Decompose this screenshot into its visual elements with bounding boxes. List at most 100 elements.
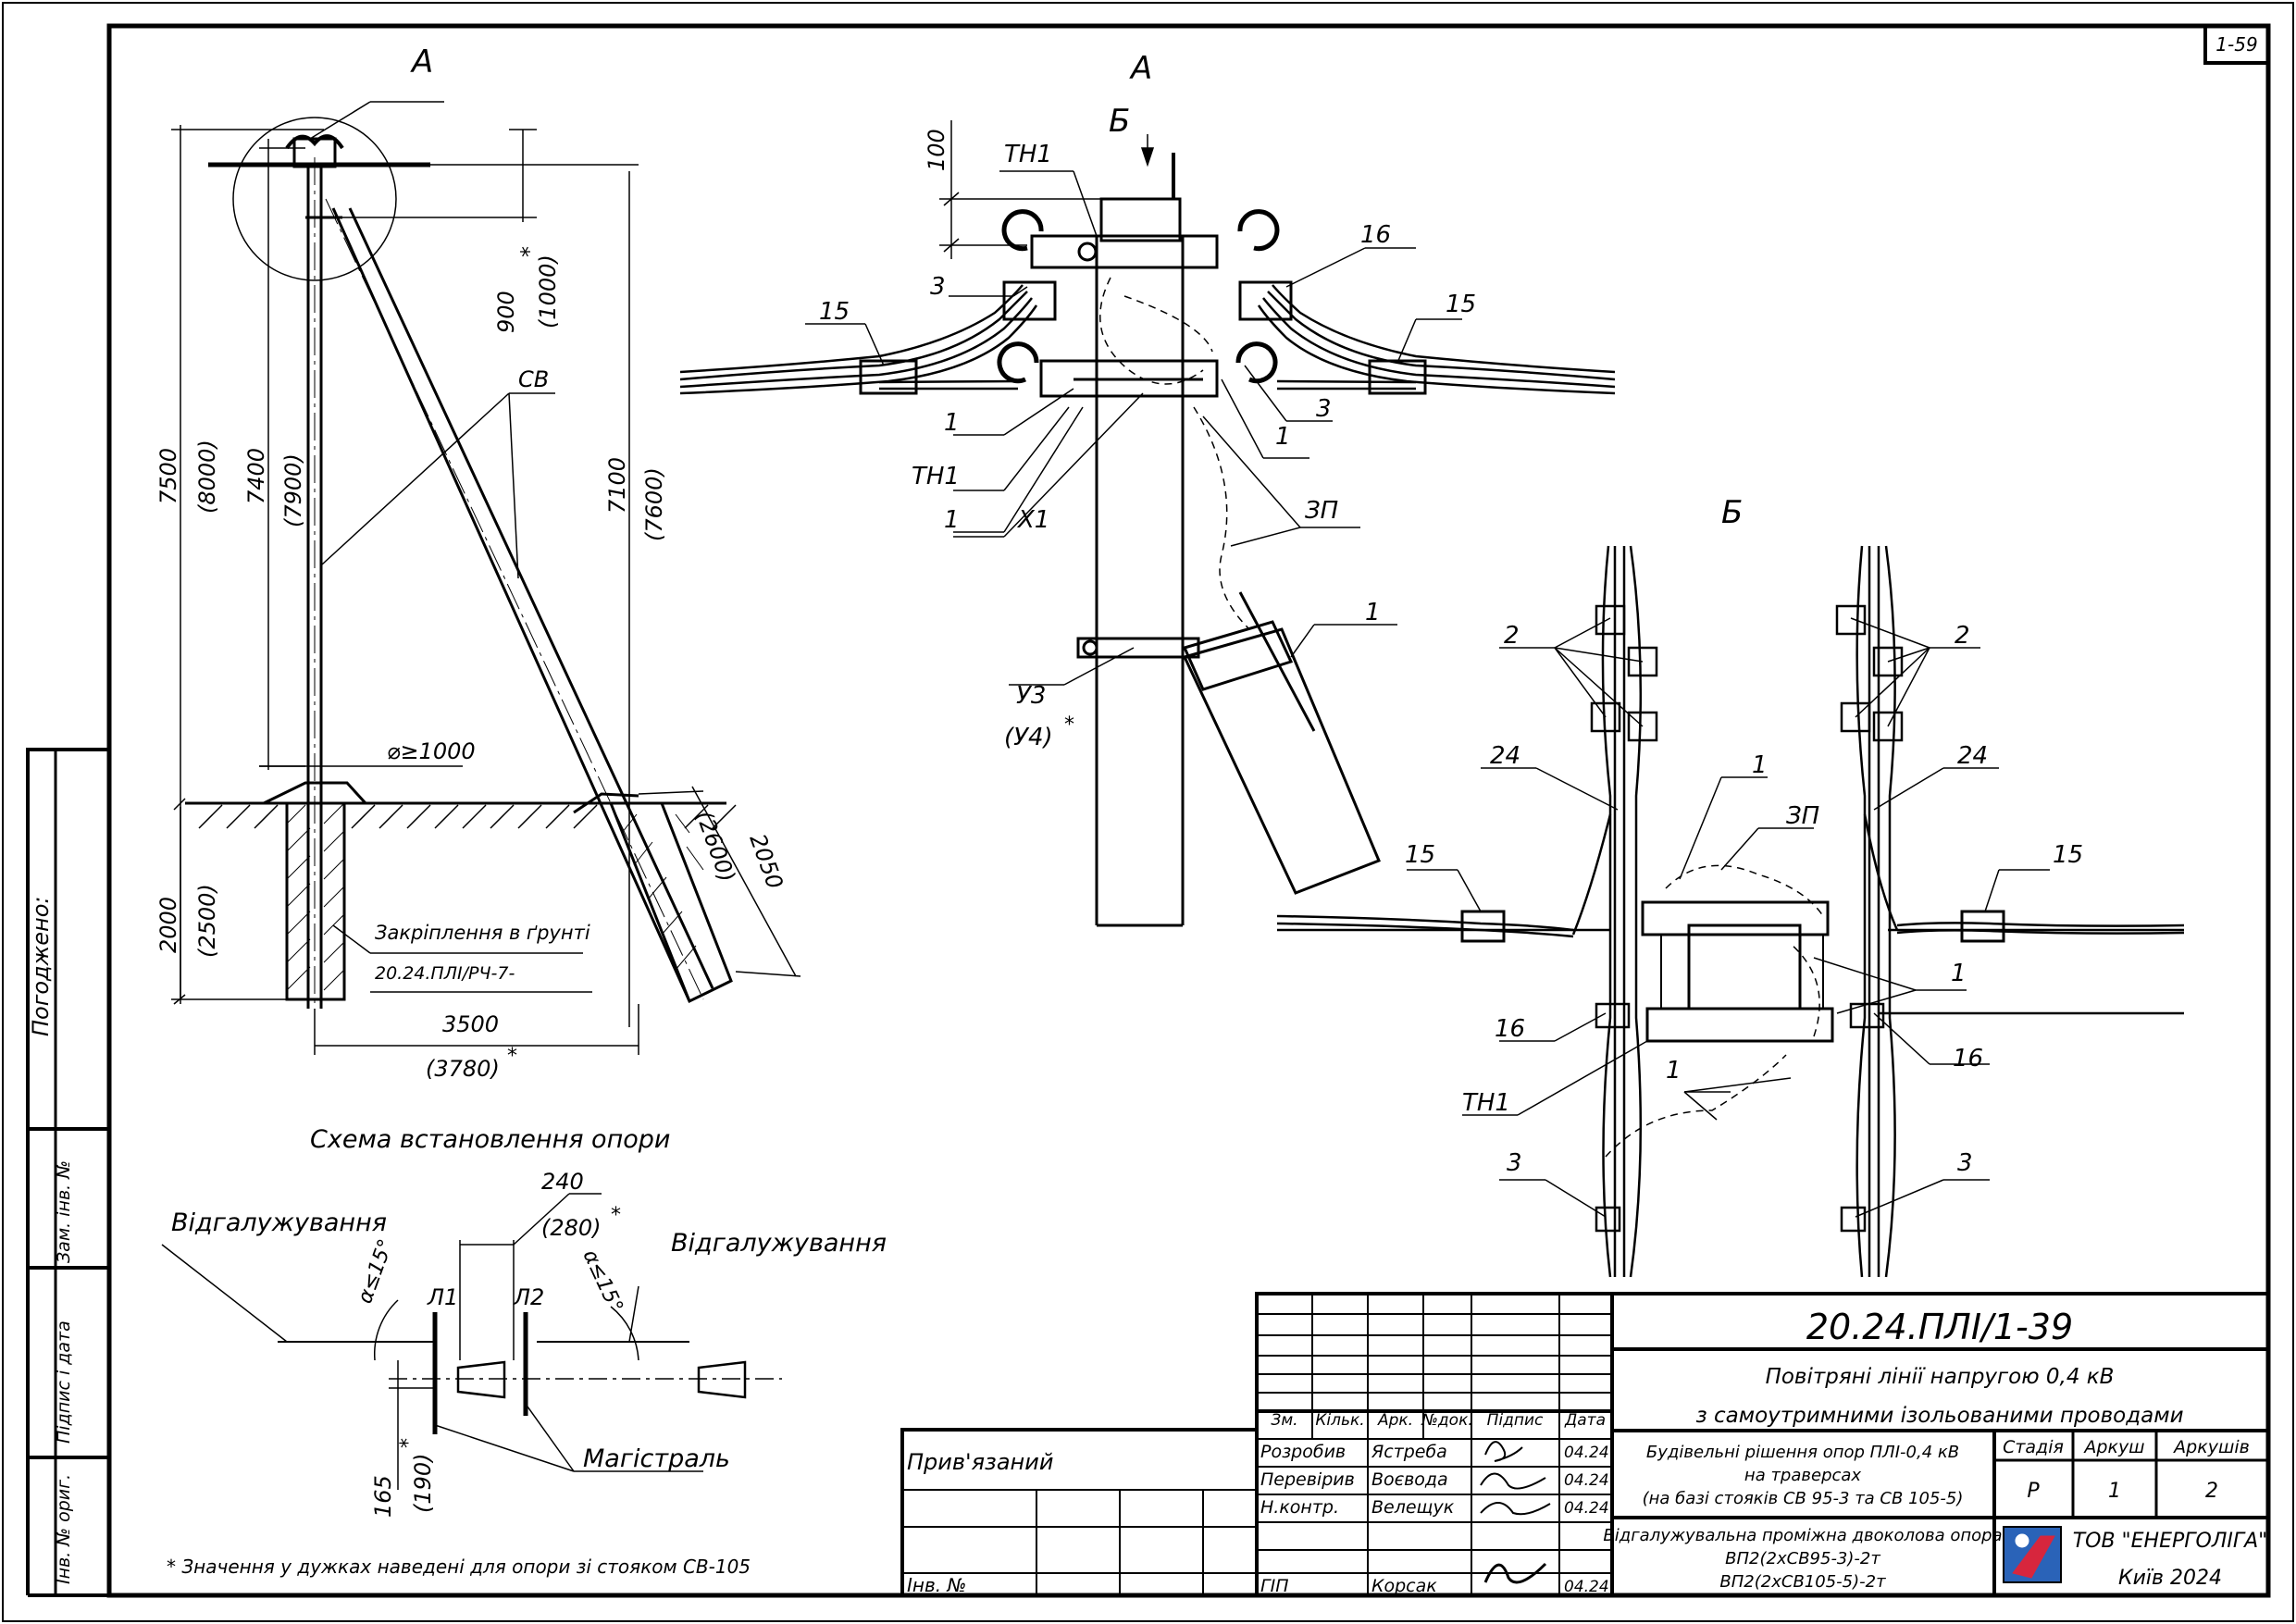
svg-text:1: 1 <box>944 409 960 437</box>
svg-text:Н.контр.: Н.контр. <box>1260 1497 1339 1518</box>
svg-text:(190): (190) <box>410 1453 436 1513</box>
stamp-sign-date: Підпис і дата <box>54 1320 74 1444</box>
svg-text:1: 1 <box>1666 1057 1682 1085</box>
drawing-code: 20.24.ПЛІ/1-39 <box>1806 1307 2073 1347</box>
svg-text:ВП2(2хСВ95-3)-2т: ВП2(2хСВ95-3)-2т <box>1725 1549 1880 1568</box>
foundation-pit <box>285 801 346 1001</box>
svg-text:(2600): (2600) <box>690 807 740 886</box>
svg-text:1: 1 <box>1275 423 1291 451</box>
svg-text:3: 3 <box>1316 395 1332 423</box>
cv-label: СВ <box>518 366 549 392</box>
view-a-label: А <box>410 43 433 81</box>
svg-text:Стадія: Стадія <box>2003 1437 2064 1457</box>
svg-text:(8000): (8000) <box>194 440 220 514</box>
svg-text:Арк.: Арк. <box>1377 1411 1413 1430</box>
svg-text:α≤15°: α≤15° <box>354 1236 398 1307</box>
svg-text:*: * <box>611 1204 621 1227</box>
detail-a-circle <box>232 117 397 281</box>
svg-text:16: 16 <box>1953 1045 1983 1072</box>
svg-text:з самоутримними ізольованими п: з самоутримними ізольованими проводами <box>1695 1404 2183 1428</box>
svg-text:Повітряні лінії напругою 0,4 к: Повітряні лінії напругою 0,4 кВ <box>1766 1365 2115 1389</box>
svg-text:Корсак: Корсак <box>1371 1576 1437 1596</box>
detail-b <box>1276 545 2185 1278</box>
approval-label: Погоджено: <box>28 897 54 1036</box>
svg-text:04.24: 04.24 <box>1564 1578 1609 1596</box>
svg-text:(У4): (У4) <box>1004 724 1053 751</box>
svg-text:15: 15 <box>2053 841 2083 869</box>
svg-text:24: 24 <box>1957 742 1988 770</box>
svg-text:165: 165 <box>370 1475 396 1518</box>
svg-text:(3780): (3780) <box>426 1056 500 1082</box>
svg-text:2: 2 <box>1955 622 1970 650</box>
svg-text:(на базі стояків СВ 95-3 та СВ: (на базі стояків СВ 95-3 та СВ 105-5) <box>1643 1489 1964 1508</box>
installation-scheme <box>171 101 801 1055</box>
svg-text:(7900): (7900) <box>280 453 306 527</box>
svg-text:900: 900 <box>493 291 519 333</box>
svg-text:04.24: 04.24 <box>1564 1471 1609 1490</box>
stamp-inv-orig: Інв. № ориг. <box>54 1474 74 1584</box>
svg-text:ТН1: ТН1 <box>1462 1089 1510 1117</box>
svg-text:Підпис: Підпис <box>1487 1411 1544 1430</box>
svg-text:7400: 7400 <box>243 448 269 504</box>
installation-texts: А СВ 900 (1000) * 7500 (8000) 7400 (7900… <box>155 43 788 1154</box>
sheet-number-box <box>2203 24 2270 65</box>
svg-text:(2500): (2500) <box>194 884 220 958</box>
svg-text:240: 240 <box>541 1169 584 1195</box>
svg-text:04.24: 04.24 <box>1564 1444 1609 1462</box>
svg-text:Дата: Дата <box>1564 1411 1606 1430</box>
svg-text:15: 15 <box>1405 841 1435 869</box>
svg-text:15: 15 <box>819 298 850 326</box>
svg-text:на траверсах: на траверсах <box>1744 1466 1861 1485</box>
svg-text:1: 1 <box>1752 751 1768 779</box>
svg-text:Відгалужувальна проміжна двоко: Відгалужувальна проміжна двоколова опора <box>1603 1526 2002 1545</box>
svg-text:100: 100 <box>924 129 949 171</box>
svg-text:Перевірив: Перевірив <box>1260 1469 1355 1490</box>
svg-text:№док.: №док. <box>1421 1411 1473 1430</box>
svg-text:Відгалужування: Відгалужування <box>171 1209 387 1237</box>
svg-text:ТОВ "ЕНЕРГОЛІГА": ТОВ "ЕНЕРГОЛІГА" <box>2073 1530 2268 1553</box>
svg-text:3: 3 <box>930 273 946 301</box>
stamp-repl-inv: Зам. інв. № <box>54 1160 74 1263</box>
installation-caption: Схема встановлення опори <box>310 1125 670 1154</box>
svg-text:04.24: 04.24 <box>1564 1499 1609 1518</box>
svg-text:Л2: Л2 <box>513 1284 544 1310</box>
detail-a-texts: А Б 100 ТН1 3 15 15 16 3 1 1 ТН1 1 Х1 ЗП… <box>819 50 1476 751</box>
svg-text:3500: 3500 <box>442 1011 499 1037</box>
svg-text:ГІП: ГІП <box>1260 1576 1288 1596</box>
svg-text:Х1: Х1 <box>1016 506 1049 534</box>
svg-text:Л1: Л1 <box>427 1284 458 1310</box>
branch-texts: Відгалужування Відгалужування α≤15° α≤15… <box>167 1169 887 1578</box>
sheet-texts: 1-59 Погоджено: Інв. № ориг. Підпис і да… <box>28 33 2258 1584</box>
sheet-number: 1-59 <box>2215 33 2257 56</box>
svg-text:*: * <box>507 1045 517 1068</box>
svg-text:(1000): (1000) <box>535 254 561 329</box>
svg-text:2000: 2000 <box>155 897 181 953</box>
svg-text:*: * <box>397 1438 420 1448</box>
svg-text:*: * <box>1064 713 1074 737</box>
svg-text:*: * <box>516 246 542 257</box>
lower-crossarm <box>1039 359 1219 398</box>
svg-text:Зм.: Зм. <box>1271 1411 1297 1430</box>
svg-text:ЗП: ЗП <box>1786 802 1819 830</box>
svg-text:ТН1: ТН1 <box>912 463 960 490</box>
svg-text:2050: 2050 <box>744 830 788 892</box>
svg-text:7500: 7500 <box>155 448 181 504</box>
title-block <box>900 1292 2270 1597</box>
svg-text:Розробив: Розробив <box>1260 1442 1346 1462</box>
svg-text:Аркушів: Аркушів <box>2172 1437 2250 1457</box>
svg-text:ЗП: ЗП <box>1305 497 1338 525</box>
svg-text:α≤15°: α≤15° <box>578 1246 627 1317</box>
svg-text:Закріплення в ґрунті: Закріплення в ґрунті <box>375 922 590 944</box>
svg-text:15: 15 <box>1446 291 1476 318</box>
svg-text:Будівельні рішення опор ПЛІ-0,: Будівельні рішення опор ПЛІ-0,4 кВ <box>1646 1443 1959 1462</box>
svg-text:2: 2 <box>1504 622 1520 650</box>
svg-text:(7600): (7600) <box>641 467 667 541</box>
svg-text:ВП2(2хСВ105-5)-2т: ВП2(2хСВ105-5)-2т <box>1719 1572 1886 1592</box>
svg-text:1: 1 <box>2108 1480 2121 1503</box>
svg-text:Б: Б <box>1109 103 1130 140</box>
svg-text:Р: Р <box>2027 1480 2040 1503</box>
svg-text:1: 1 <box>1365 599 1381 626</box>
svg-text:Магістраль: Магістраль <box>583 1444 730 1473</box>
svg-text:ТН1: ТН1 <box>1004 141 1052 168</box>
